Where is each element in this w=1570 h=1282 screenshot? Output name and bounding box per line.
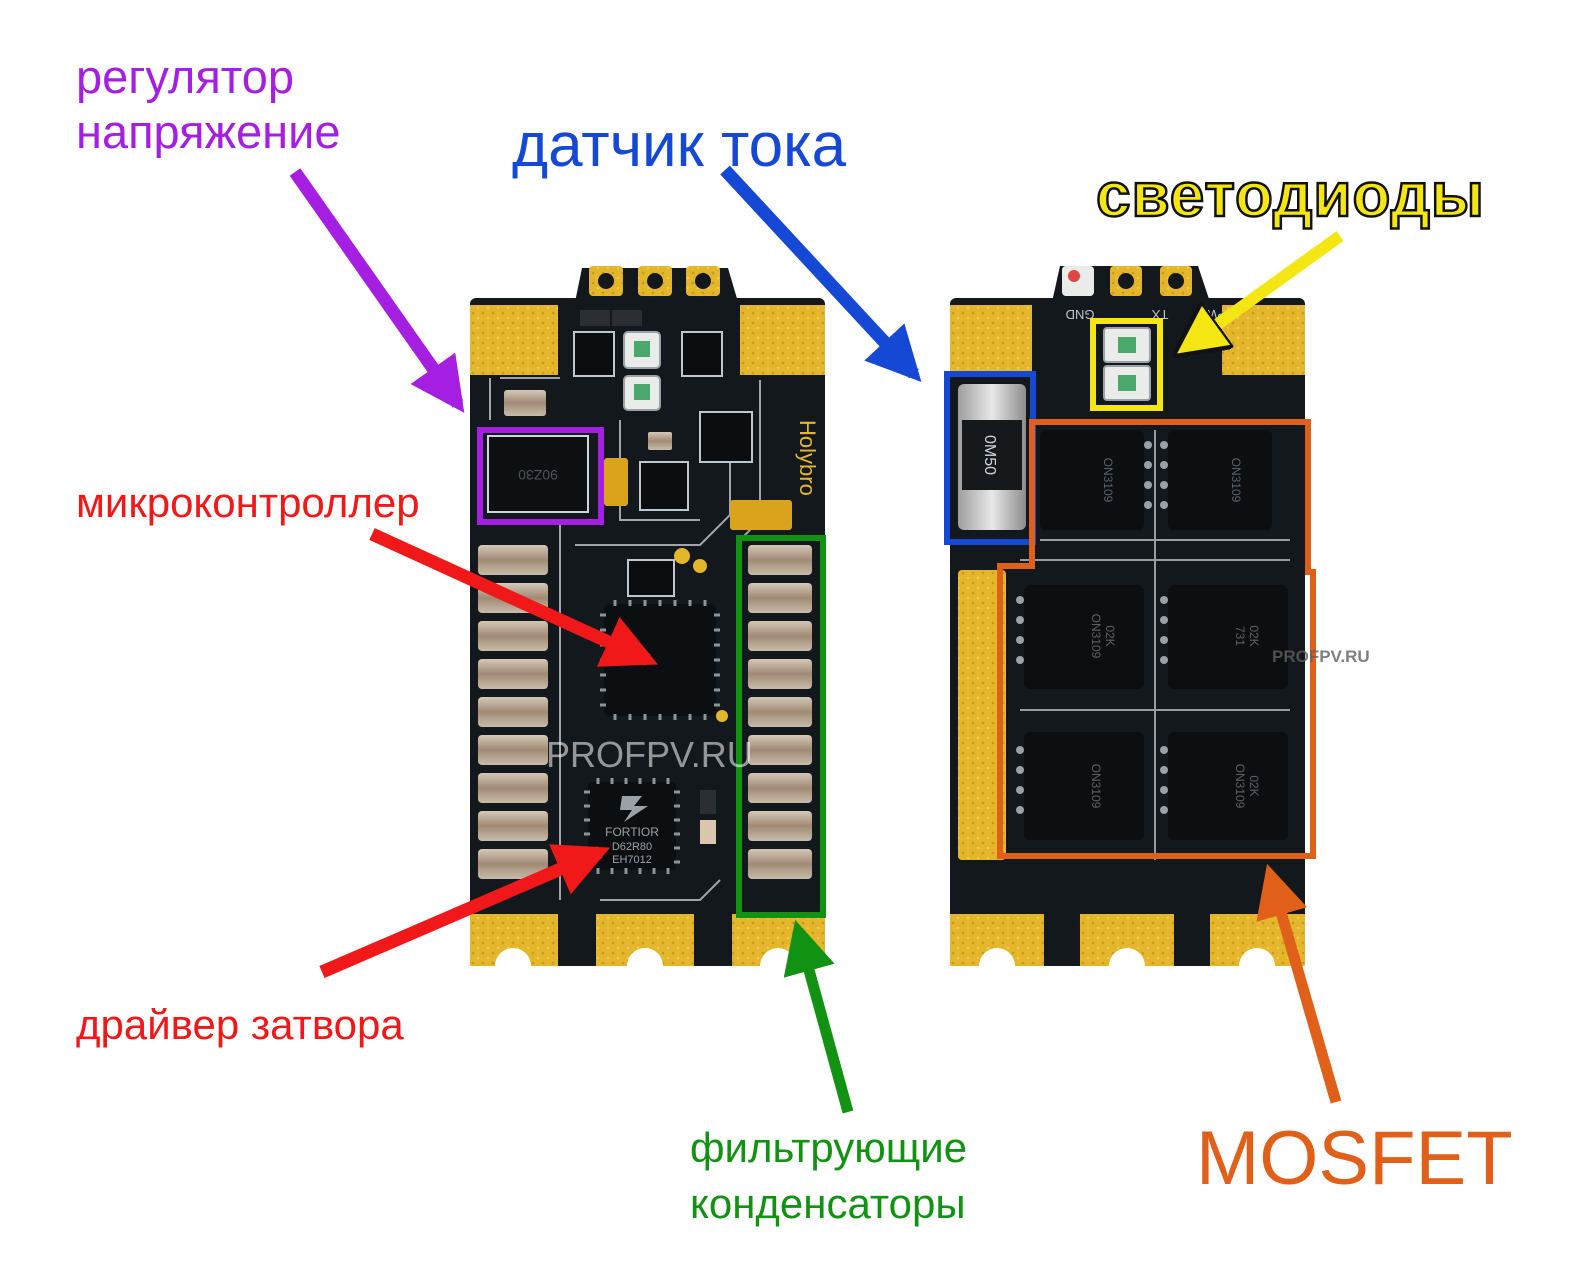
filter-cap-column xyxy=(748,545,812,879)
left-ic-small xyxy=(699,411,753,463)
left-tantalum xyxy=(604,458,628,506)
regulator-arrow xyxy=(289,168,465,413)
svg-text:731: 731 xyxy=(1233,626,1247,646)
gate-driver-label: драйвер затвора xyxy=(76,1001,404,1048)
right-header-pad xyxy=(1062,266,1094,296)
gate-driver-mark-1: FORTIOR xyxy=(605,825,659,839)
left-ic-small xyxy=(573,331,615,377)
watermark-right: PROFPV.RU xyxy=(1272,647,1370,666)
mosfet-highlight-box xyxy=(997,419,1316,859)
left-top-pad-2 xyxy=(740,305,825,375)
mosfet-label: MOSFET xyxy=(1196,1116,1513,1201)
gate-driver-mark-2: D62R80 xyxy=(612,841,652,853)
svg-text:ON3109: ON3109 xyxy=(1229,458,1243,503)
led-arrow xyxy=(1182,231,1344,350)
right-silkscreen xyxy=(1020,430,1290,860)
svg-text:ON3109: ON3109 xyxy=(1089,614,1103,659)
svg-text:ON3109: ON3109 xyxy=(1089,764,1103,809)
mosfet-chip: ON3109 xyxy=(1168,430,1272,530)
brand-silkscreen: Holybro xyxy=(795,420,820,496)
filter-capacitor-arrow xyxy=(783,919,854,1114)
filter-capacitors-label: фильтрующие конденсаторы xyxy=(690,1120,967,1233)
microcontroller-chip xyxy=(604,604,716,716)
current-sensor-label: датчик тока xyxy=(512,111,847,180)
header-label-gnd: GND xyxy=(1066,307,1095,322)
left-cap-column xyxy=(478,545,548,879)
regulator-highlight-box xyxy=(477,427,604,525)
watermark-left: PROFPV.RU xyxy=(546,734,753,775)
svg-text:ON3109: ON3109 xyxy=(1233,764,1247,809)
svg-text:02K: 02K xyxy=(1247,775,1261,796)
left-tantalum xyxy=(730,500,792,530)
led-highlight-box xyxy=(1090,318,1163,411)
svg-text:90Z30: 90Z30 xyxy=(518,467,558,483)
regulator-label-line-2: напряжение xyxy=(76,104,341,158)
left-board: 90Z30 Holybro xyxy=(470,266,825,984)
svg-text:02K: 02K xyxy=(1103,625,1117,646)
mosfet-array: ON3109 ON3109 ON3109 02K 731 02K xyxy=(1016,430,1288,840)
gate-driver-mark-3: EH7012 xyxy=(612,854,652,866)
left-cap-small xyxy=(504,390,546,416)
mosfet-chip: ON3109 xyxy=(1040,430,1144,530)
gate-driver-arrow xyxy=(319,844,611,978)
filter-capacitors-label-line-1: фильтрующие xyxy=(690,1124,968,1171)
mosfet-chip: ON3109 02K xyxy=(1024,585,1144,689)
leds-label: светодиоды xyxy=(1095,160,1485,231)
mosfet-chip: ON3109 xyxy=(1024,732,1144,840)
regulator-label-line-1: регулятор xyxy=(76,50,295,103)
microcontroller-label: микроконтроллер xyxy=(76,479,420,526)
shunt-marking: 0M50 xyxy=(981,435,998,475)
mosfet-chip: 731 02K xyxy=(1168,585,1288,689)
right-gold-plane xyxy=(958,570,1006,860)
left-ic-small xyxy=(681,331,723,377)
right-top-pad-1 xyxy=(950,305,1032,375)
filter-capacitor-highlight-box xyxy=(736,535,826,918)
svg-text:02K: 02K xyxy=(1247,625,1261,646)
filter-capacitors-label-line-2: конденсаторы xyxy=(690,1180,966,1228)
regulator-chip xyxy=(487,435,589,513)
mosfet-chip: ON3109 02K xyxy=(1168,732,1288,840)
mosfet-arrow xyxy=(1256,863,1342,1104)
left-ic-small xyxy=(639,461,689,511)
left-top-pad-1 xyxy=(470,305,558,375)
microcontroller-arrow xyxy=(369,528,658,667)
right-board: GND TX PWM 0M50 ON3109 xyxy=(950,266,1305,984)
regulator-label: регулятор напряжение xyxy=(76,50,341,160)
svg-text:ON3109: ON3109 xyxy=(1101,458,1115,503)
current-sensor-arrow xyxy=(720,165,922,383)
